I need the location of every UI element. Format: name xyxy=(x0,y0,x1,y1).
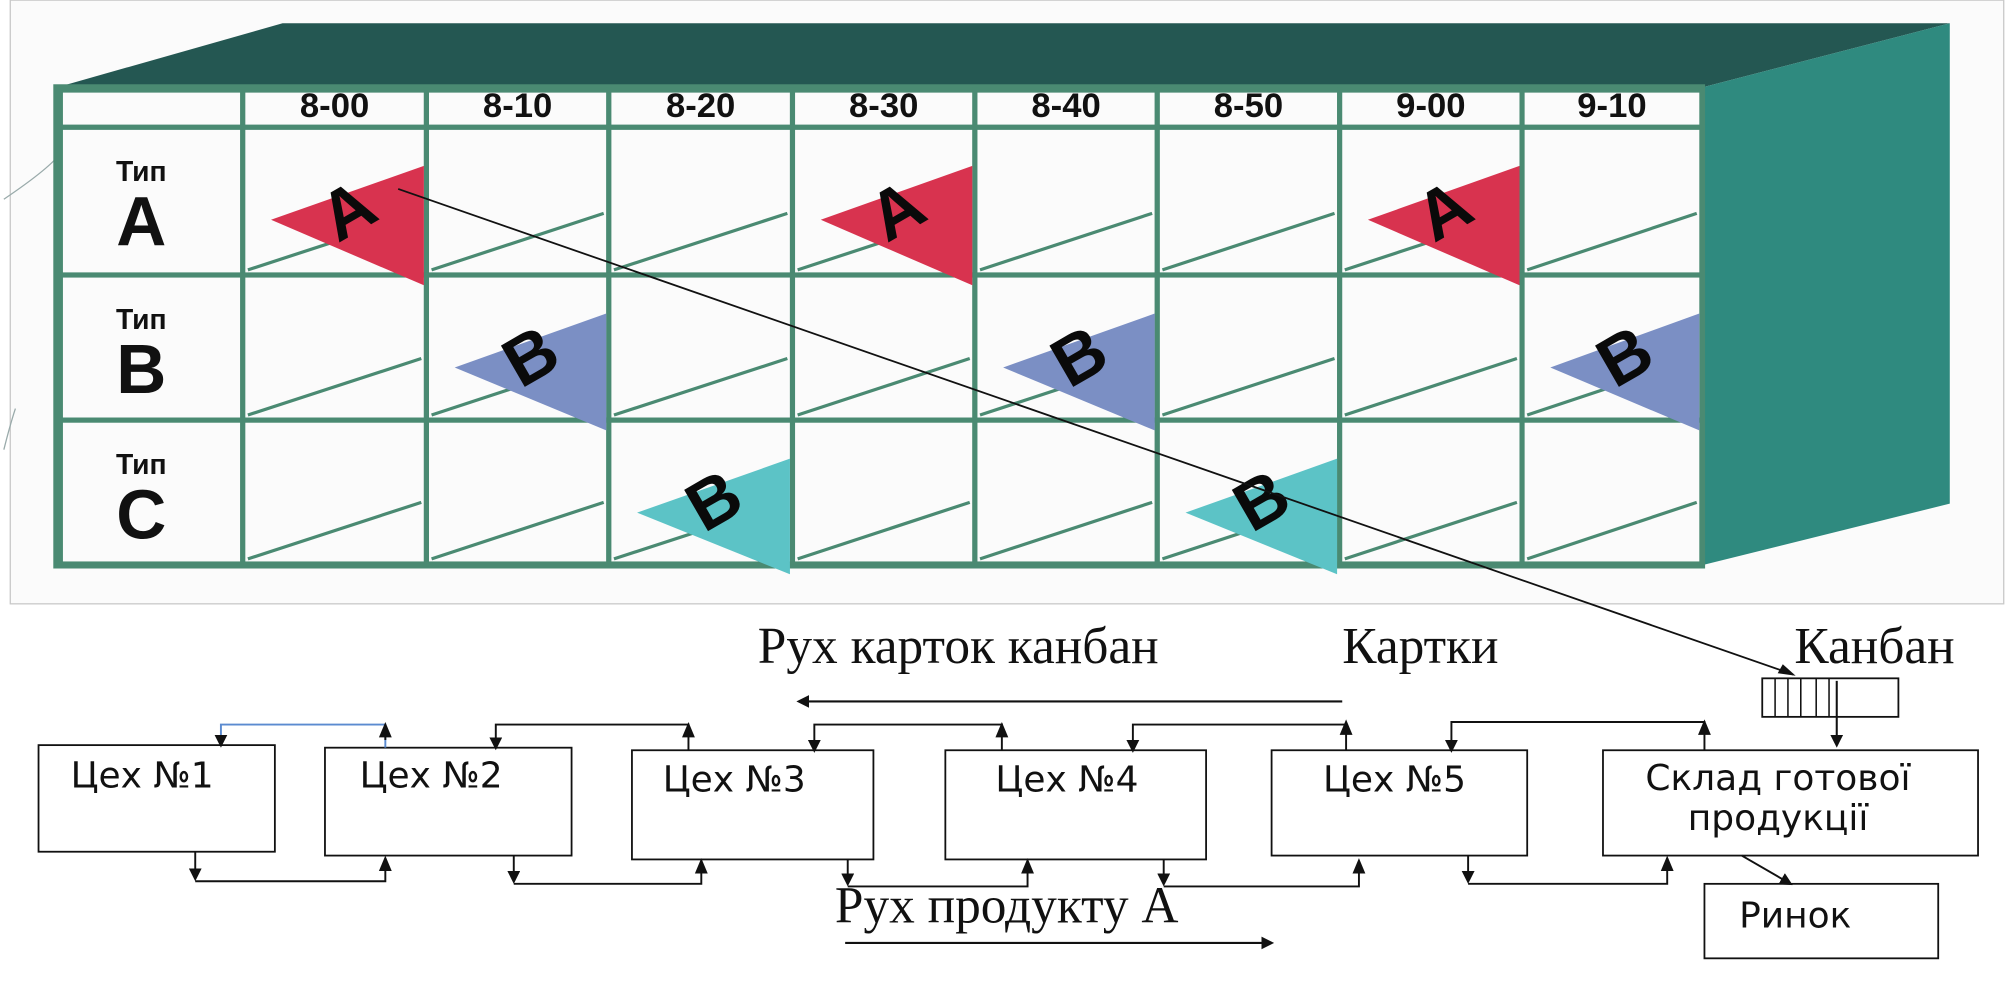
time-slot-label: 8-10 xyxy=(483,87,552,125)
board-cell xyxy=(972,417,1160,567)
board-side-face xyxy=(1701,23,1950,566)
board-cell xyxy=(240,87,430,130)
type-word-label: Тип xyxy=(116,448,167,480)
svg-text:Ринок: Ринок xyxy=(1739,896,1851,937)
board-cell xyxy=(423,417,612,567)
cell-diagonal xyxy=(979,211,1153,272)
board-cell xyxy=(1154,272,1343,423)
board-cell xyxy=(1519,124,1705,278)
board-cell xyxy=(606,272,796,423)
board-cell xyxy=(57,124,246,278)
warehouse-box: Склад готової продукції xyxy=(1602,749,1979,857)
board-cell xyxy=(789,87,978,130)
svg-text:Склад готової: Склад готової xyxy=(1645,758,1911,799)
board-cell xyxy=(57,417,246,567)
kanban-card-holder xyxy=(1761,677,1900,718)
card-flow-connectors xyxy=(214,719,1711,753)
cell-diagonal xyxy=(1344,500,1518,561)
cards-label: Картки xyxy=(1342,618,1498,675)
type-word-label: Тип xyxy=(116,303,167,335)
type-word-label: Тип xyxy=(116,155,167,187)
board-cell xyxy=(423,87,612,130)
svg-text:Цех №4: Цех №4 xyxy=(995,759,1138,800)
svg-text:Цех №3: Цех №3 xyxy=(663,759,806,800)
kanban-card-shape xyxy=(1550,313,1700,431)
board-cell xyxy=(972,124,1160,278)
workshop-box: Цех №4 xyxy=(944,749,1207,861)
cell-diagonal xyxy=(247,356,422,417)
cell-diagonal xyxy=(797,500,971,561)
card-to-kanban-line xyxy=(397,188,1794,676)
workshop-box: Цех №3 xyxy=(631,749,875,861)
cell-diagonal xyxy=(613,211,788,272)
workshop-box: Цех №2 xyxy=(324,746,573,857)
kanban-label: Канбан xyxy=(1794,618,1954,675)
board-cell xyxy=(240,417,430,567)
board-cell xyxy=(1519,417,1705,567)
type-letter-label: B xyxy=(116,330,166,408)
cell-diagonal xyxy=(613,356,788,417)
kanban-card-shape xyxy=(1003,313,1155,431)
workshop-box: Цех №5 xyxy=(1270,749,1529,857)
time-slot-label: 8-20 xyxy=(666,87,735,125)
card-to-kanban-arrowhead xyxy=(1777,664,1796,676)
card-flow-label: Рух карток канбан xyxy=(758,618,1159,675)
board-top-face xyxy=(56,23,1950,88)
board-cell xyxy=(1154,124,1343,278)
board-cell xyxy=(57,87,246,130)
time-slot-label: 8-00 xyxy=(300,87,369,125)
kanban-card-shape xyxy=(820,165,973,286)
kanban-card-shape xyxy=(1367,165,1520,286)
cell-diagonal xyxy=(1161,356,1336,417)
cell-diagonal xyxy=(1161,211,1336,272)
cell-diagonal xyxy=(1526,500,1698,561)
time-slot-label: 8-50 xyxy=(1214,87,1283,125)
cell-diagonal xyxy=(1344,356,1518,417)
board-grid xyxy=(57,87,1705,567)
svg-text:Цех №5: Цех №5 xyxy=(1323,759,1466,800)
cell-diagonal xyxy=(431,211,605,272)
time-slot-label: 9-10 xyxy=(1577,87,1646,125)
cell-diagonal xyxy=(979,500,1153,561)
svg-text:продукції: продукції xyxy=(1688,798,1870,839)
time-slot-label: 8-30 xyxy=(849,87,918,125)
time-slot-label: 9-00 xyxy=(1396,87,1465,125)
cell-diagonal xyxy=(431,500,605,561)
kanban-card-shape xyxy=(454,313,607,431)
cell-diagonal xyxy=(1526,211,1698,272)
board-cell xyxy=(789,272,978,423)
time-slot-label: 8-40 xyxy=(1031,87,1100,125)
cell-diagonal xyxy=(797,356,971,417)
time-slot-headers: 8-00 8-10 8-20 8-30 8-40 8-50 9-00 9-10 xyxy=(300,87,1647,125)
type-letter-label: A xyxy=(116,182,166,260)
workshop-box: Цех №1 xyxy=(37,744,276,853)
board-cell xyxy=(606,124,796,278)
decorative-curve xyxy=(3,408,17,450)
board-cell xyxy=(240,272,430,423)
board-cell xyxy=(1337,272,1525,423)
type-letter-label: C xyxy=(116,475,166,553)
board-cell xyxy=(1337,417,1525,567)
cell-diagonal xyxy=(247,500,422,561)
kanban-card: B xyxy=(454,310,607,431)
product-flow-connectors xyxy=(188,851,1793,888)
kanban-card-shape xyxy=(1185,458,1338,575)
kanban-card-shape xyxy=(637,458,790,575)
product-flow-label: Рух продукту А xyxy=(835,877,1179,934)
market-box: Ринок xyxy=(1703,882,1940,960)
svg-text:Цех №2: Цех №2 xyxy=(360,756,503,797)
board-cell xyxy=(789,417,978,567)
svg-text:Цех №1: Цех №1 xyxy=(71,756,214,797)
kanban-card-shape xyxy=(271,165,424,286)
